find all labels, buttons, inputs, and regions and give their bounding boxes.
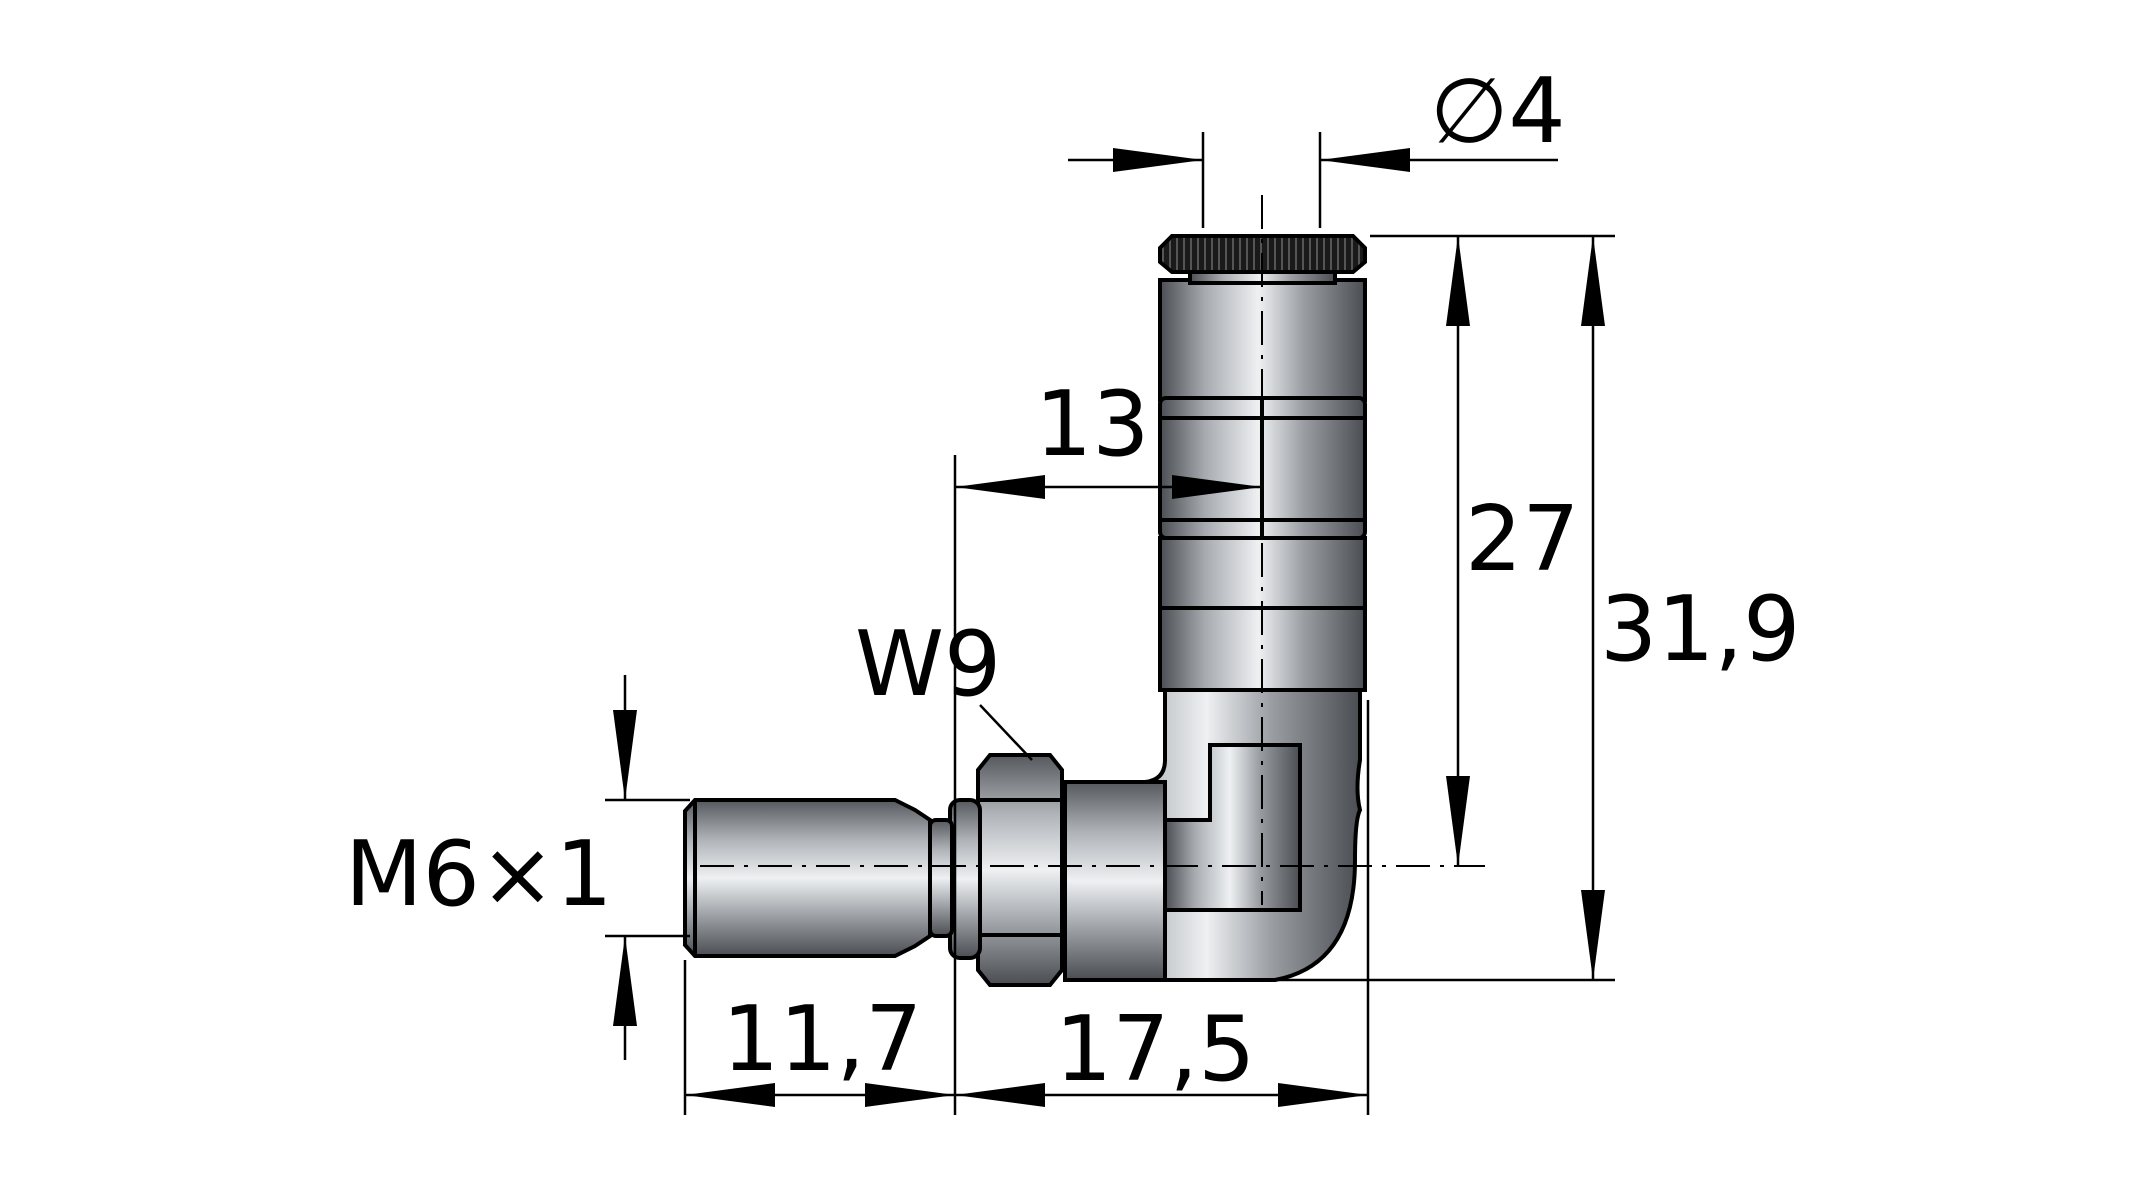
dim-overall-height: 31,9 bbox=[1065, 234, 1800, 982]
horizontal-arm bbox=[1063, 780, 1167, 982]
dim-thread-length: 11,7 bbox=[683, 960, 955, 1115]
dim-wrench-size: W9 bbox=[855, 612, 1033, 761]
label-overall-height: 31,9 bbox=[1600, 577, 1800, 682]
label-height-to-axis: 27 bbox=[1465, 487, 1580, 592]
body-recess bbox=[1163, 743, 1302, 912]
label-axis-offset: 13 bbox=[1035, 372, 1150, 477]
label-tube-diameter: ∅4 bbox=[1430, 59, 1566, 164]
dim-height-to-axis: 27 bbox=[1370, 234, 1580, 866]
fitting-body bbox=[683, 234, 1367, 987]
label-thread-length: 11,7 bbox=[722, 987, 922, 1092]
dim-tube-diameter: ∅4 bbox=[1068, 59, 1566, 228]
wrench-nut bbox=[976, 753, 1064, 987]
dim-thread: M6×1 bbox=[345, 675, 690, 1060]
thread-neck bbox=[928, 818, 954, 938]
label-body-length: 17,5 bbox=[1055, 997, 1255, 1102]
dim-body-length: 17,5 bbox=[955, 700, 1370, 1115]
dim-axis-offset: 13 bbox=[953, 372, 1262, 1115]
label-wrench-size: W9 bbox=[855, 612, 1001, 717]
label-thread: M6×1 bbox=[345, 822, 613, 927]
threaded-stem bbox=[683, 798, 932, 958]
